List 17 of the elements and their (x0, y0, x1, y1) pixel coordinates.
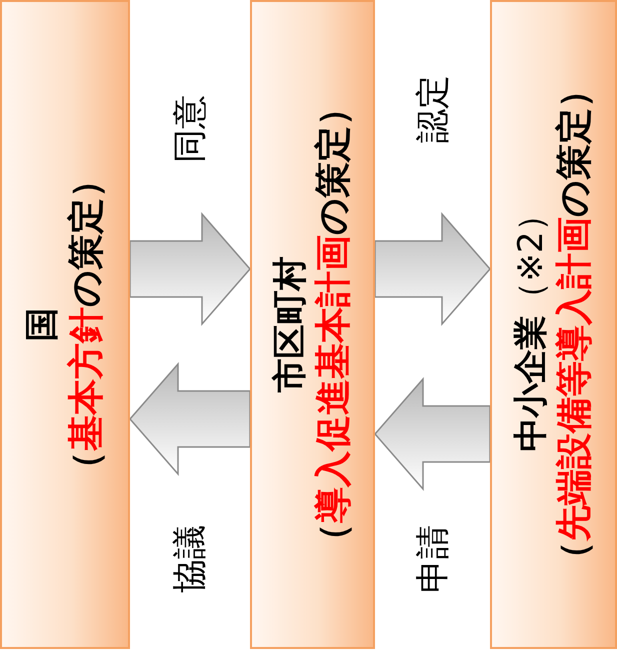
process-band (0, 0, 130, 649)
process-band (490, 0, 617, 649)
block-arrow (374, 377, 491, 491)
process-band (250, 0, 375, 649)
block-arrow (374, 212, 491, 326)
edge-label: 認定 (412, 75, 454, 143)
edge-label: 申請 (412, 525, 454, 593)
edge-label: 協議 (169, 525, 211, 593)
band-heading: 市区町村 (268, 256, 311, 392)
band-subtitle: （先端設備等導入計画の策定） (553, 72, 596, 577)
band-heading: 国 (21, 308, 64, 342)
band-subtitle: （基本方針の策定） (64, 162, 108, 487)
edge-label: 同意 (169, 95, 211, 163)
block-arrow (129, 212, 251, 326)
band-heading: 中小企業（※2） (510, 197, 552, 452)
block-arrow (129, 362, 251, 476)
band-subtitle: （導入促進基本計画の策定） (312, 90, 356, 559)
